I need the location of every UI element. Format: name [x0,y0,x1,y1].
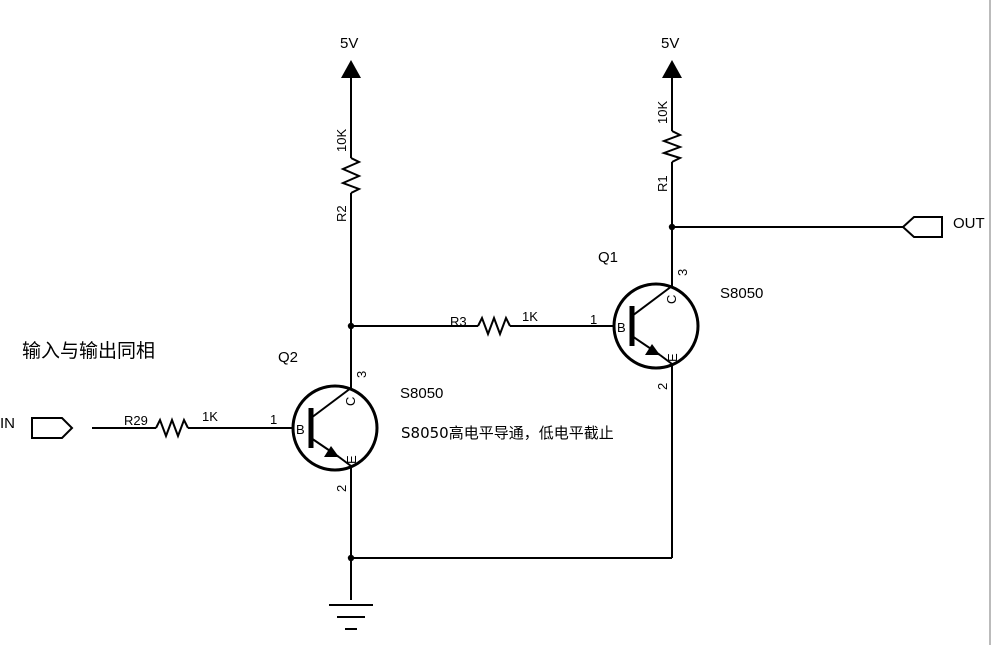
resistor-r29-value: 1K [202,409,218,424]
transistor-q2-pin-collector: 3 [354,371,369,378]
resistor-r29-ref: R29 [124,413,148,428]
resistor-r1-zigzag [660,130,683,163]
transistor-q1-part: S8050 [720,285,763,302]
transistor-q1-emitter-letter: E [665,353,680,362]
transistor-q2-pin-base: 1 [270,412,277,427]
transistor-q2-pin-emitter: 2 [334,485,349,492]
resistor-r29: R29 1K [124,409,218,439]
transistor-q2-base-letter: B [296,422,305,437]
transistor-q1-pin-collector: 3 [675,269,690,276]
transistor-q2-emitter-letter: E [344,455,359,464]
resistor-r2: 10K R2 [334,129,362,222]
resistor-r1: 10K R1 [655,101,683,192]
transistor-q1-base-letter: B [617,320,626,335]
transistor-q2: B C E 1 3 2 Q2 S8050 [270,349,443,492]
transistor-q1-pin-emitter: 2 [655,383,670,390]
transistor-q2-emitter-tail [338,456,352,467]
power-arrow-right [662,60,682,78]
note-title: 输入与输出同相 [22,340,155,362]
resistor-r1-ref: R1 [655,175,670,192]
resistor-r3: R3 1K [450,309,538,337]
port-in-symbol [31,417,74,439]
transistor-q1: B C E 1 3 2 Q1 S8050 [590,249,763,390]
port-out-symbol [901,216,943,238]
transistor-q1-emitter-tail [659,354,673,365]
transistor-q1-emitter-arrow [645,344,660,355]
power-symbol-left: 5V [340,35,361,78]
resistor-r2-zigzag [340,157,362,194]
resistor-r29-zigzag [155,417,189,439]
transistor-q1-collector-letter: C [664,295,679,304]
power-label-right: 5V [661,35,679,52]
transistor-q2-emitter-arrow [324,446,339,457]
transistor-q2-collector-lead [310,387,352,419]
power-arrow-left [341,60,361,78]
transistor-q1-body [612,282,700,370]
transistor-q2-body [291,384,379,472]
transistor-q2-ref: Q2 [278,349,298,366]
transistor-q1-pin-base: 1 [590,312,597,327]
resistor-r3-ref: R3 [450,314,467,329]
resistor-r3-zigzag [477,315,511,337]
port-in-label: IN [0,415,15,432]
transistor-q1-ref: Q1 [598,249,618,266]
resistor-r1-value: 10K [655,101,670,124]
note-description: S8050高电平导通，低电平截止 [401,424,614,442]
transistor-q2-part: S8050 [400,385,443,402]
transistor-q2-collector-letter: C [343,397,358,406]
port-out-label: OUT [953,215,985,232]
power-symbol-right: 5V [661,35,682,78]
resistor-r2-ref: R2 [334,205,349,222]
transistor-q1-collector-lead [631,285,673,317]
resistor-r2-value: 10K [334,129,349,152]
ground-symbol [329,604,373,630]
resistor-r3-value: 1K [522,309,538,324]
power-label-left: 5V [340,35,358,52]
